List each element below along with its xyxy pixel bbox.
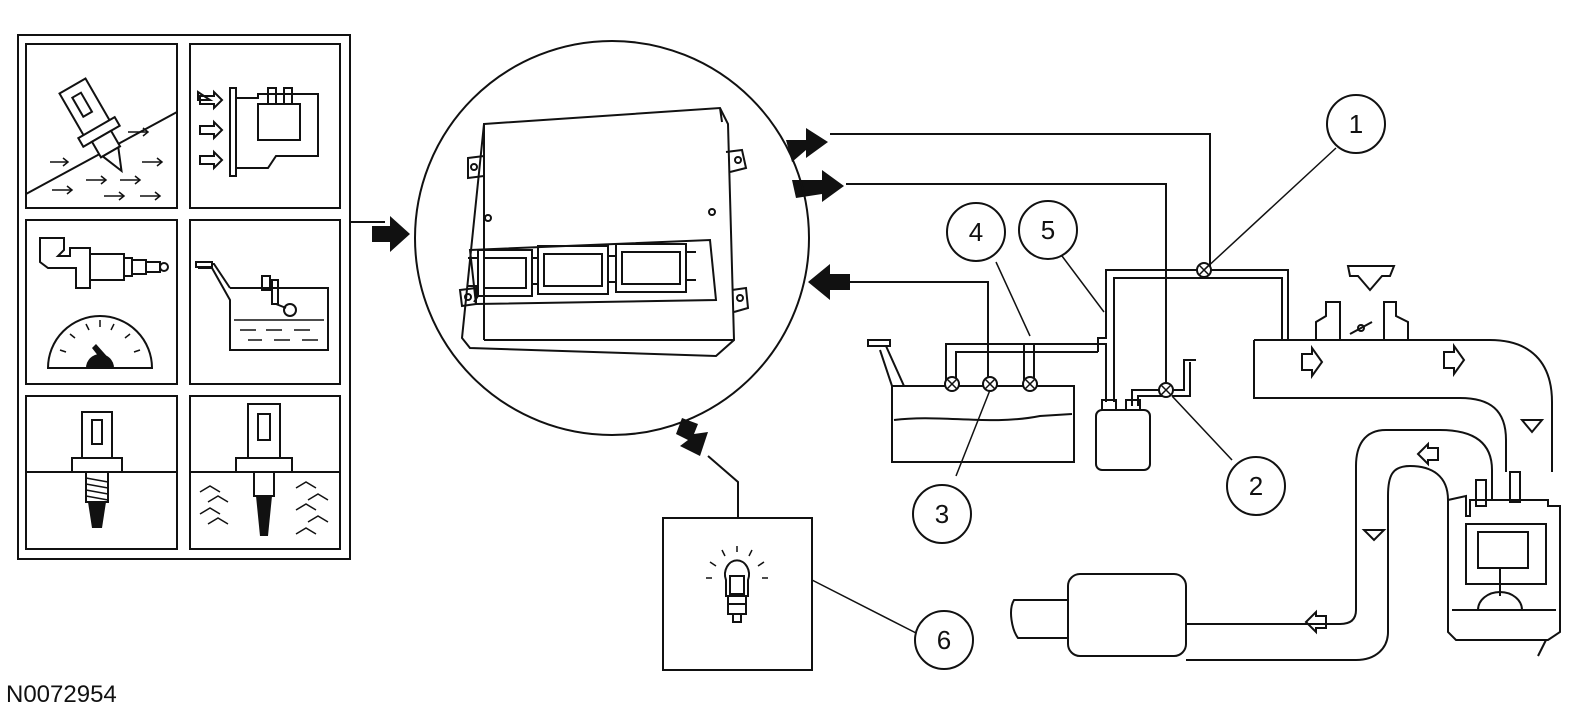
svg-text:5: 5: [1041, 215, 1055, 245]
svg-text:2: 2: [1249, 471, 1263, 501]
signal-arrows: [372, 128, 1396, 456]
callout-1: 1: [1326, 94, 1386, 154]
callout-6: 6: [914, 610, 974, 670]
powertrain-control-module: [414, 40, 810, 436]
valve-icon: [944, 376, 960, 392]
output-arrow-icon: [786, 128, 828, 162]
evap-canister: [1095, 399, 1151, 471]
fuel-level-sender-icon: [189, 219, 341, 385]
svg-text:1: 1: [1349, 109, 1363, 139]
lamp-rays-icon: [706, 546, 768, 579]
output-arrow-icon: [676, 418, 708, 456]
coolant-temperature-sensor-icon: [25, 395, 178, 550]
figure-reference-number: N0072954: [6, 681, 117, 708]
engine-cylinder: [1447, 471, 1561, 657]
valve-icon: [1022, 376, 1038, 392]
callout-3: 3: [912, 484, 972, 544]
input-arrow-icon: [372, 216, 410, 252]
valve-icon: [1158, 382, 1174, 398]
callout-2: 2: [1226, 456, 1286, 516]
intake-temperature-sensor-icon: [25, 43, 178, 209]
fuel-tank: [867, 339, 1075, 463]
svg-text:6: 6: [937, 625, 951, 655]
wiring: [830, 133, 1211, 388]
svg-text:4: 4: [969, 217, 983, 247]
fuel-tank-pressure-sensor-icon: [25, 219, 178, 385]
oxygen-sensor-icon: [189, 395, 341, 550]
sensor-panel: [17, 34, 385, 560]
valve-icon: [982, 376, 998, 392]
callouts: 1 2 3 4 5 6: [811, 94, 1386, 670]
valves: [944, 262, 1212, 398]
svg-text:3: 3: [935, 499, 949, 529]
exhaust-flow-arrow-icon: [1361, 529, 1387, 542]
callout-5: 5: [1018, 200, 1078, 260]
intake-manifold: [1253, 301, 1553, 472]
air-flow-arrow-icon: [1346, 265, 1396, 292]
input-arrow-icon: [808, 264, 850, 300]
exhaust-flow-arrow-icon: [1416, 441, 1439, 467]
exhaust-system: [1010, 429, 1493, 661]
exhaust-flow-arrow-icon: [1304, 609, 1327, 635]
callout-4: 4: [946, 202, 1006, 262]
mass-air-flow-sensor-icon: [189, 43, 341, 209]
malfunction-indicator-lamp: [662, 455, 813, 671]
output-arrow-icon: [792, 170, 844, 202]
